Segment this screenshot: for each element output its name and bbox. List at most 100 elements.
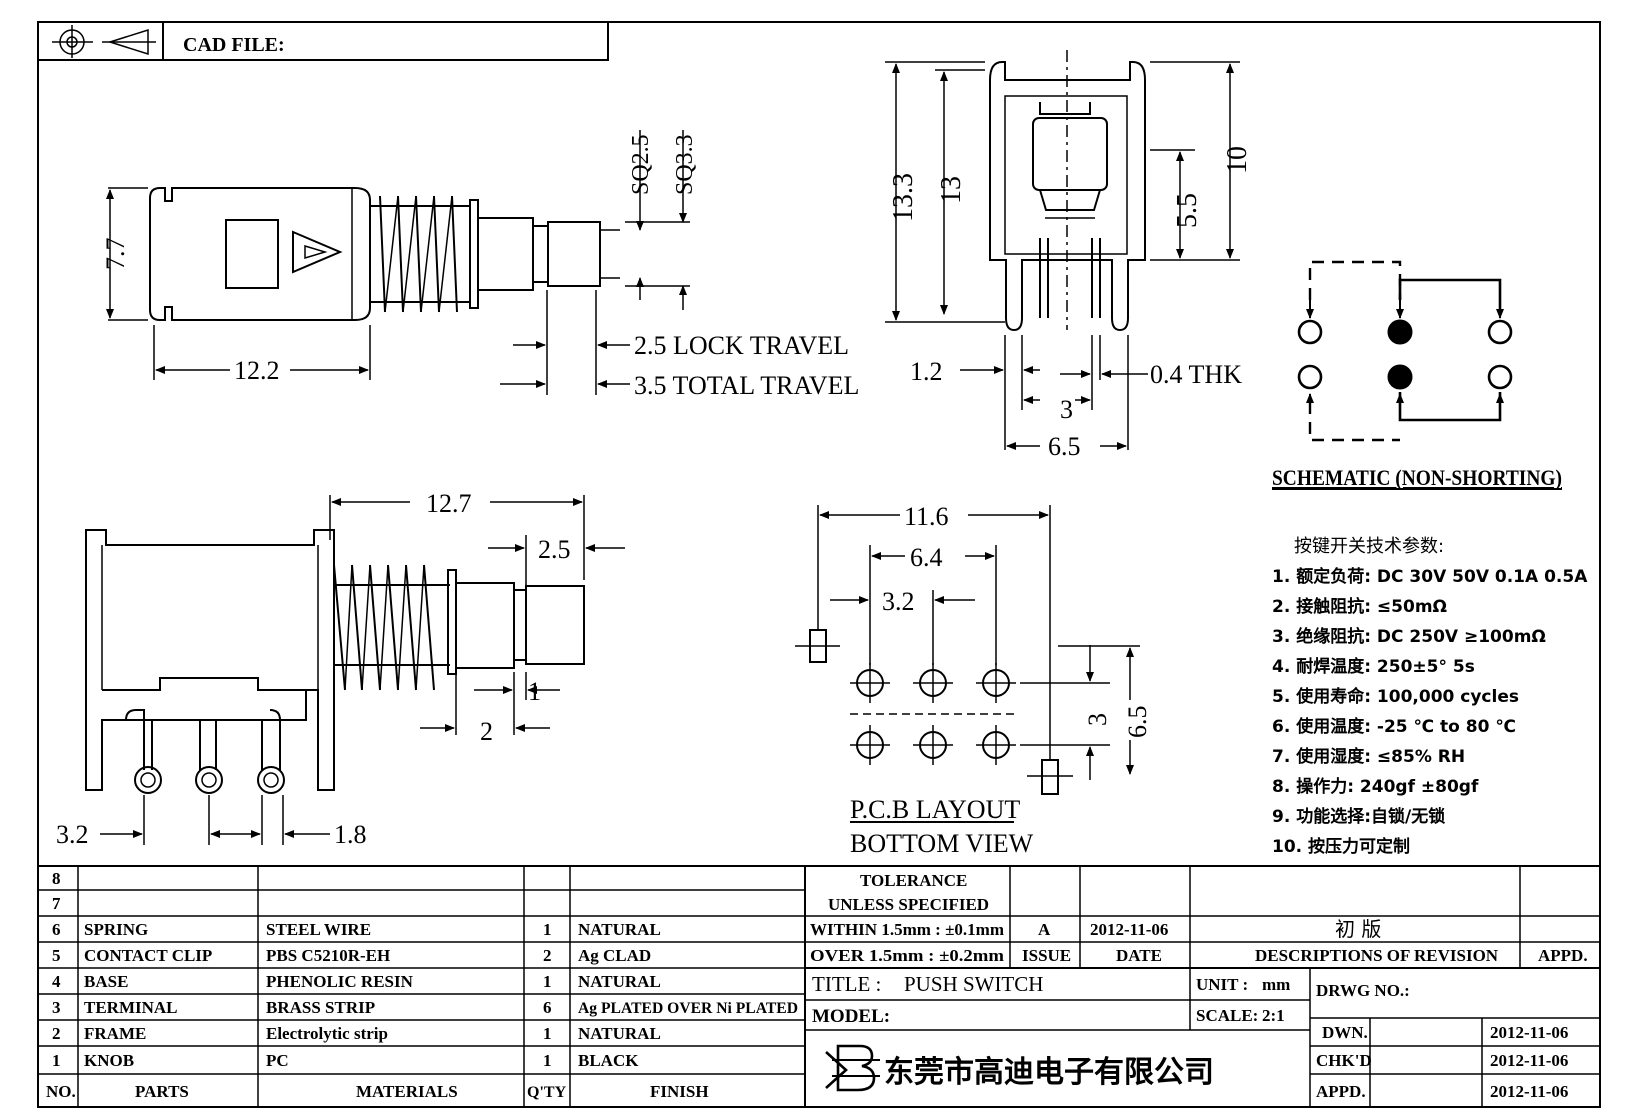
dim-1-8: 1.8 bbox=[334, 820, 367, 849]
unit-value: mm bbox=[1262, 975, 1290, 994]
dwn-date: 2012-11-06 bbox=[1490, 1023, 1568, 1042]
table-header-materials: MATERIALS bbox=[356, 1082, 458, 1101]
schematic: SCHEMATIC (NON-SHORTING) bbox=[1272, 260, 1562, 490]
dim-13: 13 bbox=[936, 176, 967, 204]
specs-list: 按键开关技术参数: 1. 额定负荷: DC 30V 50V 0.1A 0.5A … bbox=[1272, 536, 1588, 857]
tolerance-subheading: UNLESS SPECIFIED bbox=[828, 895, 989, 914]
parts-table: 8 7 6 SPRING STEEL WIRE 1 NATURAL 5 CONT… bbox=[38, 865, 1600, 1107]
table-row-material: STEEL WIRE bbox=[266, 920, 371, 939]
company-logo-icon bbox=[825, 1044, 880, 1092]
drawing-border bbox=[37, 21, 1601, 1108]
company-name: 东莞市高迪电子有限公司 bbox=[884, 1055, 1214, 1090]
pcb-hole bbox=[913, 663, 953, 703]
table-row-no: 1 bbox=[52, 1051, 61, 1070]
table-row-finish: Ag PLATED OVER Ni PLATED bbox=[578, 1000, 798, 1017]
scale-label: SCALE: bbox=[1196, 1006, 1258, 1025]
spec-item: 2. 接触阻抗: ≤50mΩ bbox=[1272, 596, 1447, 617]
tolerance-heading: TOLERANCE bbox=[860, 871, 967, 890]
table-row-no: 2 bbox=[52, 1024, 61, 1043]
table-row-part: TERMINAL bbox=[84, 998, 178, 1017]
dim-7-7: 7.7 bbox=[101, 238, 130, 271]
spec-item: 9. 功能选择:自锁/无锁 bbox=[1272, 806, 1445, 827]
revision-description: 初 版 bbox=[1335, 917, 1381, 941]
cad-file-label: CAD FILE: bbox=[183, 34, 285, 56]
dim-1-2: 1.2 bbox=[910, 357, 943, 386]
dim-10: 10 bbox=[1222, 146, 1253, 174]
total-travel-label: 3.5 TOTAL TRAVEL bbox=[634, 371, 859, 400]
spec-item: 6. 使用温度: -25 ℃ to 80 ℃ bbox=[1272, 716, 1516, 737]
dim-3-pcb: 3 bbox=[1083, 713, 1112, 726]
title-label: TITLE : bbox=[812, 972, 881, 996]
pcb-layout-title: P.C.B LAYOUT bbox=[850, 795, 1020, 824]
spec-item: 10. 按压力可定制 bbox=[1272, 836, 1410, 857]
table-row-no: 7 bbox=[52, 894, 61, 913]
revision-desc-label: DESCRIPTIONS OF REVISION bbox=[1255, 946, 1499, 965]
schematic-contact bbox=[1387, 319, 1413, 345]
dim-sq3-3: SQ3.3 bbox=[672, 134, 698, 195]
issue-label: ISSUE bbox=[1022, 946, 1071, 965]
table-header-parts: PARTS bbox=[135, 1082, 189, 1101]
pcb-hole bbox=[976, 663, 1016, 703]
pcb-hole bbox=[850, 725, 890, 765]
model-label: MODEL: bbox=[812, 1006, 890, 1027]
dim-3-2-bottom: 3.2 bbox=[56, 820, 89, 849]
chkd-label: CHK'D bbox=[1316, 1051, 1372, 1070]
front-view: 13.3 13 10 5.5 1.2 0.4 THK 3 6.5 bbox=[885, 50, 1253, 461]
table-row-part: CONTACT CLIP bbox=[84, 946, 212, 965]
issue-value: A bbox=[1038, 920, 1051, 939]
title-block: TOLERANCE UNLESS SPECIFIED WITHIN 1.5mm … bbox=[805, 866, 1600, 1107]
table-row-material: BRASS STRIP bbox=[266, 998, 375, 1017]
appd-label: APPD. bbox=[1538, 946, 1588, 965]
table-row-qty: 1 bbox=[543, 920, 552, 939]
dim-12-7: 12.7 bbox=[426, 489, 472, 518]
table-row-material: PHENOLIC RESIN bbox=[266, 972, 414, 991]
scale-value: 2:1 bbox=[1262, 1006, 1285, 1025]
table-row-no: 5 bbox=[52, 946, 61, 965]
schematic-contact bbox=[1297, 319, 1323, 345]
dim-2-5-bottom: 2.5 bbox=[538, 535, 571, 564]
dim-1-bottom: 1 bbox=[528, 677, 541, 706]
dim-sq2-5: SQ2.5 bbox=[628, 134, 654, 195]
pcb-hole bbox=[976, 725, 1016, 765]
table-header-finish: FINISH bbox=[650, 1082, 709, 1101]
schematic-title: SCHEMATIC (NON-SHORTING) bbox=[1272, 465, 1562, 490]
dim-6-5-pcb: 6.5 bbox=[1123, 706, 1152, 739]
table-header-qty: Q'TY bbox=[527, 1084, 567, 1101]
pcb-bottom-view-label: BOTTOM VIEW bbox=[850, 829, 1034, 858]
spec-item: 3. 绝缘阻抗: DC 250V ≥100mΩ bbox=[1272, 626, 1546, 647]
table-row-no: 6 bbox=[52, 920, 61, 939]
dwn-label: DWN. bbox=[1322, 1023, 1368, 1042]
pcb-layout: 11.6 6.4 3.2 3 6.5 P.C.B LAYOUT BOTTOM V… bbox=[795, 502, 1152, 858]
unit-label: UNIT : bbox=[1196, 975, 1248, 994]
table-row-finish: NATURAL bbox=[578, 972, 661, 991]
table-row-no: 3 bbox=[52, 998, 61, 1017]
title-value: PUSH SWITCH bbox=[904, 972, 1043, 996]
appd2-label: APPD. bbox=[1316, 1082, 1366, 1101]
spec-item: 7. 使用湿度: ≤85% RH bbox=[1272, 746, 1465, 767]
table-row-part: FRAME bbox=[84, 1024, 146, 1043]
specs-heading: 按键开关技术参数: bbox=[1294, 536, 1444, 557]
dim-3-front: 3 bbox=[1060, 395, 1073, 424]
table-row-finish: BLACK bbox=[578, 1051, 639, 1070]
tolerance-within: WITHIN 1.5mm : ±0.1mm bbox=[810, 920, 1004, 939]
table-row-part: BASE bbox=[84, 972, 128, 991]
spec-item: 8. 操作力: 240gf ±80gf bbox=[1272, 776, 1479, 797]
dim-2-bottom: 2 bbox=[480, 717, 493, 746]
table-row-material: Electrolytic strip bbox=[266, 1024, 388, 1043]
drwg-no-label: DRWG NO.: bbox=[1316, 981, 1410, 1000]
dim-12-2: 12.2 bbox=[234, 356, 280, 385]
chkd-date: 2012-11-06 bbox=[1490, 1051, 1568, 1070]
date-label: DATE bbox=[1116, 946, 1162, 965]
dim-6-5-front: 6.5 bbox=[1048, 432, 1081, 461]
dim-13-3: 13.3 bbox=[888, 173, 919, 222]
table-row-qty: 2 bbox=[543, 946, 552, 965]
dim-5-5: 5.5 bbox=[1172, 193, 1203, 228]
dim-0-4-thk: 0.4 THK bbox=[1150, 360, 1242, 389]
dim-11-6: 11.6 bbox=[904, 502, 949, 531]
table-row-qty: 1 bbox=[543, 1051, 552, 1070]
table-header-no: NO. bbox=[46, 1082, 76, 1101]
dim-3-2-pcb: 3.2 bbox=[882, 587, 915, 616]
schematic-contact bbox=[1487, 319, 1513, 345]
dim-6-4: 6.4 bbox=[910, 543, 943, 572]
table-row-finish: Ag CLAD bbox=[578, 946, 651, 965]
